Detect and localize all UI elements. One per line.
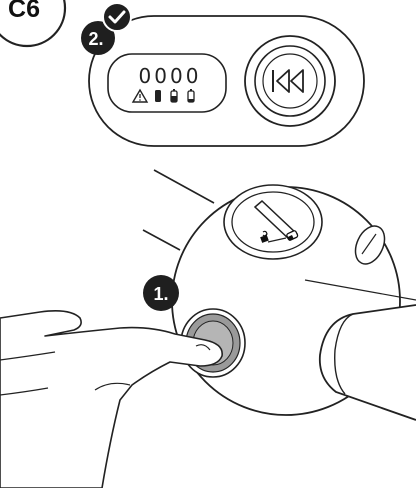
battery-low-icon [155, 90, 161, 102]
step-1-badge: 1. [143, 275, 179, 311]
step-2-label: 2. [88, 29, 103, 49]
hand-illustration [0, 311, 222, 488]
step-code-badge: C6 [0, 0, 65, 46]
spherical-device [172, 185, 416, 420]
checkmark-icon [103, 3, 131, 31]
reset-button[interactable] [245, 36, 335, 126]
control-panel: 0000 [89, 16, 364, 146]
device-top-window [224, 185, 322, 259]
step-1-label: 1. [153, 284, 168, 304]
display-digits: 0000 [139, 64, 202, 88]
panel-display: 0000 [108, 54, 226, 112]
step-code-label: C6 [8, 0, 40, 23]
